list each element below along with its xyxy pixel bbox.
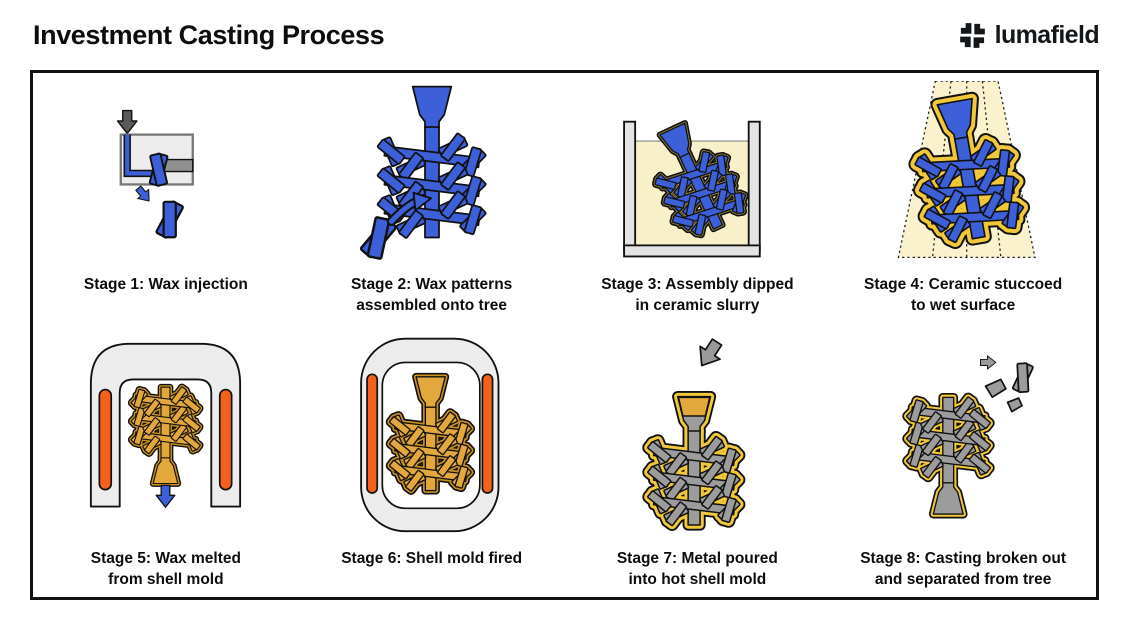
stage-2-illustration	[359, 85, 487, 260]
stage-5-caption: Stage 5: Wax melted from shell mold	[90, 550, 241, 588]
stage-5-panel: Stage 5: Wax melted from shell mold	[33, 336, 299, 597]
stage-6-panel: Stage 6: Shell mold fired	[299, 336, 565, 597]
stage-1-panel: Stage 1: Wax injection	[33, 73, 299, 336]
heater-elements	[366, 373, 494, 494]
press-arrow-icon	[116, 109, 138, 135]
stage-2-panel: Stage 2: Wax patterns assembled onto tre…	[299, 73, 565, 336]
stage-1-caption: Stage 1: Wax injection	[83, 276, 248, 293]
stage-7-caption: Stage 7: Metal poured into hot shell mol…	[616, 550, 778, 588]
stage-2-caption: Stage 2: Wax patterns assembled onto tre…	[350, 276, 513, 314]
stage-7-panel: Stage 7: Metal poured into hot shell mol…	[565, 336, 831, 597]
stage-4-illustration	[897, 81, 1036, 259]
pour-arrow-icon	[699, 338, 723, 367]
eject-arrow-icon	[135, 185, 150, 202]
lumafield-logo-icon	[959, 22, 985, 48]
stage-8-panel: Stage 8: Casting broken out and separate…	[830, 336, 1096, 597]
stage-1-illustration	[116, 109, 194, 239]
stage-4-caption: Stage 4: Ceramic stuccoed to wet surface	[864, 276, 1063, 314]
lumafield-logo: lumafield	[958, 20, 1100, 50]
stage-7-illustration	[642, 338, 746, 531]
lumafield-logo-text: lumafield	[994, 20, 1100, 49]
stage-3-panel: Stage 3: Assembly dipped in ceramic slur…	[565, 73, 831, 336]
page-title: Investment Casting Process	[33, 19, 385, 50]
page-header: Investment Casting Process lumafield	[0, 0, 1129, 70]
stage-5-illustration	[90, 342, 242, 508]
separate-arrow-icon	[979, 355, 996, 370]
process-diagram: Stage 1: Wax injection Stage 2: Wax patt…	[30, 70, 1099, 600]
stage-3-illustration	[623, 120, 762, 258]
stage-8-caption: Stage 8: Casting broken out and separate…	[860, 550, 1067, 588]
stage-3-caption: Stage 3: Assembly dipped in ceramic slur…	[601, 276, 794, 314]
stage-8-illustration	[901, 355, 1034, 519]
wax-drain-arrow-icon	[155, 484, 176, 508]
stage-4-panel: Stage 4: Ceramic stuccoed to wet surface	[830, 73, 1096, 336]
stage-6-caption: Stage 6: Shell mold fired	[341, 550, 523, 567]
heater-elements	[98, 388, 233, 491]
stage-6-illustration	[360, 337, 500, 533]
